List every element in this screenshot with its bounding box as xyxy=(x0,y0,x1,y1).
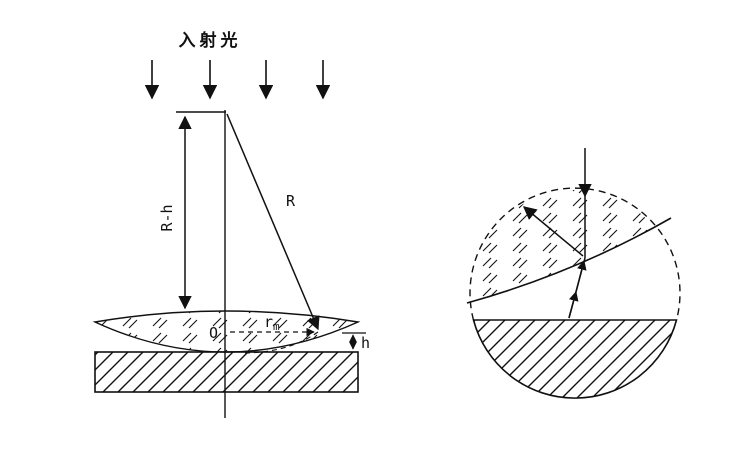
inset-plate-reflected-ray-2 xyxy=(575,260,587,293)
inset-lens-surface-arc xyxy=(466,217,672,304)
ring-radius-subscript: m xyxy=(273,320,280,333)
origin-label: O xyxy=(209,324,218,342)
glass-plate xyxy=(94,351,359,393)
radius-line xyxy=(226,113,320,331)
ring-radius-label: rm xyxy=(264,313,280,333)
sphere-continuation-dashed-arc xyxy=(241,331,319,354)
ring-radius-base: r xyxy=(264,313,273,331)
gap-height-label: h xyxy=(361,334,370,352)
incident-light-arrows xyxy=(144,60,331,100)
lens-body xyxy=(92,310,361,353)
incident-light-label: 入射光 xyxy=(179,30,242,51)
inset-lens-glass-region xyxy=(472,190,678,304)
inset-plate-reflected-ray-1 xyxy=(568,291,579,319)
inset-surface-reflected-ray xyxy=(522,206,584,257)
inset-plate-segment xyxy=(472,319,678,399)
radius-label: R xyxy=(286,192,296,210)
magnified-inset xyxy=(466,148,681,399)
radius-minus-h-label: R-h xyxy=(158,204,176,231)
inset-circle-dashed-top xyxy=(469,187,681,321)
